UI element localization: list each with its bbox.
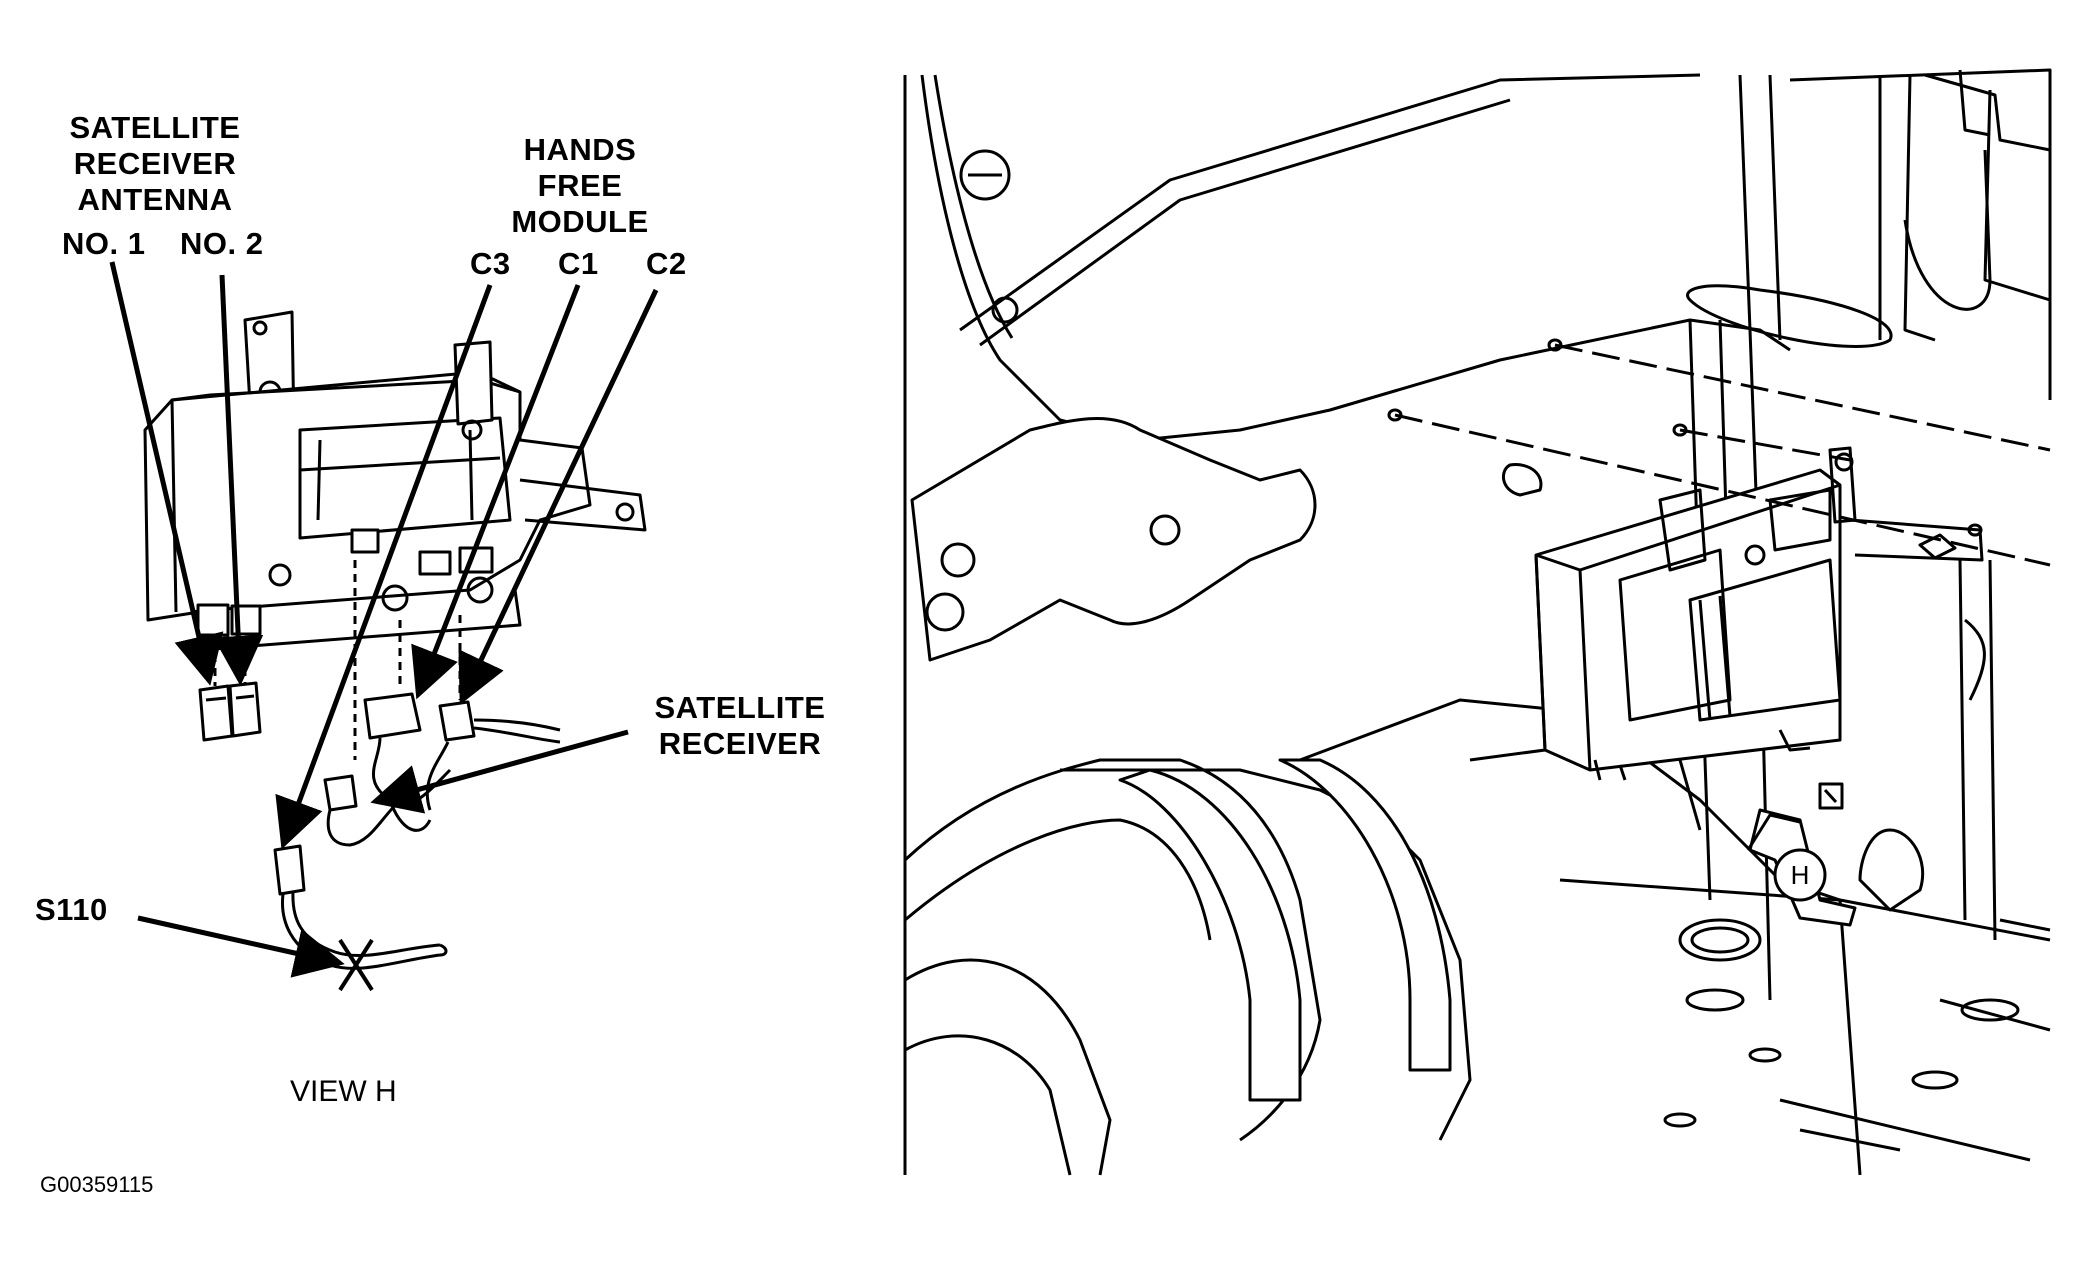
- hands-free-module-label: HANDS FREE MODULE: [480, 132, 680, 240]
- satellite-antenna-label-line-1: SATELLITE: [69, 110, 241, 145]
- figure-reference-id: G00359115: [40, 1172, 154, 1197]
- view-h-callout: H: [1773, 848, 1827, 902]
- connector-c2-label: C2: [646, 246, 687, 281]
- satellite-antenna-label-line-2: RECEIVER: [73, 146, 237, 181]
- connector-c3-label: C3: [470, 246, 511, 281]
- satellite-receiver-label: SATELLITE RECEIVER: [640, 690, 840, 762]
- splice-s110-label: S110: [35, 892, 108, 927]
- satellite-antenna-label: SATELLITE RECEIVER ANTENNA: [40, 110, 270, 218]
- leader-arrows: [109, 261, 659, 978]
- view-h-caption: VIEW H: [290, 1075, 397, 1108]
- antenna-no1-label: NO. 1: [62, 226, 146, 261]
- hands-free-module-line-2: FREE: [537, 168, 623, 203]
- view-h-callout-label: H: [1791, 860, 1810, 890]
- satellite-receiver-line-1: SATELLITE: [654, 690, 826, 725]
- hands-free-module-line-1: HANDS: [523, 132, 637, 167]
- satellite-receiver-line-2: RECEIVER: [658, 726, 822, 761]
- antenna-no2-label: NO. 2: [180, 226, 264, 261]
- connector-c1-label: C1: [558, 246, 599, 281]
- satellite-antenna-label-line-3: ANTENNA: [77, 182, 233, 217]
- view-h-detail: [143, 310, 647, 992]
- hands-free-module-line-3: MODULE: [511, 204, 649, 239]
- vehicle-location-view: [903, 68, 2052, 1176]
